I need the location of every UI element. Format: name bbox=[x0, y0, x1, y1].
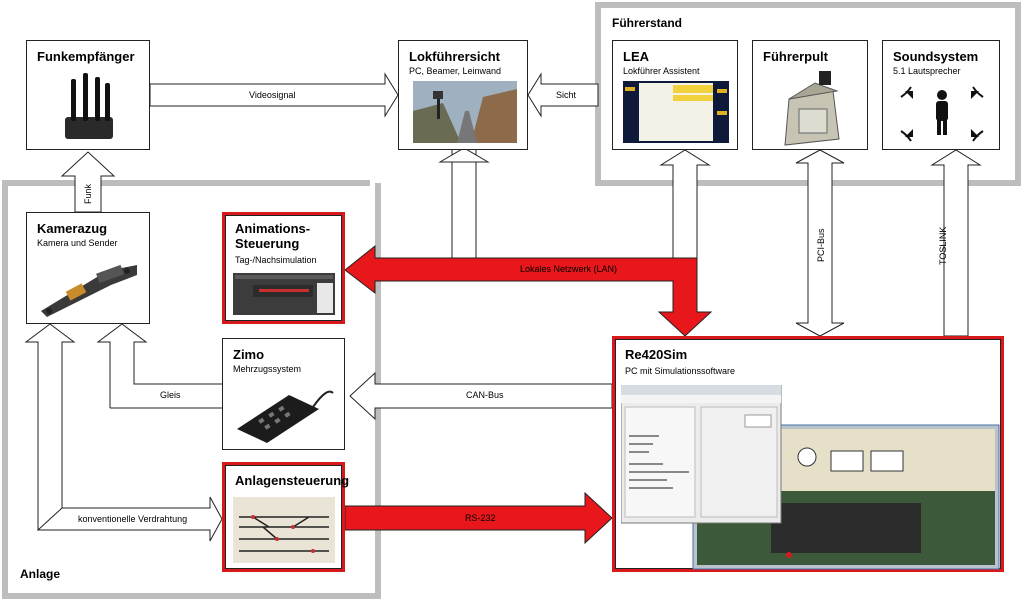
arrow-videosignal bbox=[149, 72, 399, 118]
track-control-panel-image bbox=[233, 497, 335, 563]
node-fuehrerpult[interactable]: Führerpult bbox=[752, 40, 868, 150]
edge-label-funk: Funk bbox=[83, 183, 93, 204]
edge-label-toslink: TOSLINK bbox=[938, 226, 948, 265]
edge-label-pci-bus: PCI-Bus bbox=[816, 228, 826, 262]
edge-label-gleis: Gleis bbox=[160, 390, 181, 400]
node-title: Funkempfänger bbox=[37, 49, 135, 64]
lan-up-lokfuehrersicht bbox=[451, 150, 477, 259]
lea-screen-image bbox=[623, 81, 729, 143]
arrow-rs232 bbox=[344, 491, 613, 545]
arrow-toslink bbox=[930, 149, 982, 337]
edge-label-verdrahtung: konventionelle Verdrahtung bbox=[78, 514, 188, 524]
node-subtitle: Kamera und Sender bbox=[37, 238, 118, 248]
node-title: Kamerazug bbox=[37, 221, 108, 236]
zimo-handheld-image bbox=[237, 390, 334, 443]
node-animation-steuerung[interactable]: Animations- Steuerung Tag-/Nachsimulatio… bbox=[222, 212, 345, 324]
edge-label-videosignal: Videosignal bbox=[249, 90, 296, 100]
arrow-head-lokfuehrersicht bbox=[438, 147, 490, 163]
node-title: Führerpult bbox=[763, 49, 828, 64]
arrow-gleis-head-bg bbox=[118, 324, 142, 382]
node-re420sim[interactable]: Re420Sim PC mit Simulationssoftware bbox=[612, 336, 1004, 572]
node-subtitle: 5.1 Lautsprecher bbox=[893, 66, 961, 76]
animation-software-screenshot bbox=[233, 273, 335, 315]
driver-view-image bbox=[413, 81, 517, 143]
node-title: LEA bbox=[623, 49, 649, 64]
node-title: Zimo bbox=[233, 347, 265, 362]
arrow-gleis-line bbox=[96, 323, 222, 408]
node-soundsystem[interactable]: Soundsystem 5.1 Lautsprecher bbox=[882, 40, 1000, 150]
node-lokfuehrersicht[interactable]: Lokführersicht PC, Beamer, Leinwand bbox=[398, 40, 528, 150]
edge-label-can-bus: CAN-Bus bbox=[466, 390, 504, 400]
arrow-verdrahtung bbox=[36, 496, 223, 542]
node-lea[interactable]: LEA Lokführer Assistent bbox=[612, 40, 738, 150]
edge-label-lan: Lokales Netzwerk (LAN) bbox=[520, 264, 618, 274]
node-title: Soundsystem bbox=[893, 49, 979, 64]
arrow-funk bbox=[60, 151, 116, 213]
camera-train-image bbox=[41, 264, 137, 317]
group-label-fuehrerstand: Führerstand bbox=[612, 16, 683, 30]
node-subtitle: Mehrzugssystem bbox=[233, 364, 302, 374]
node-title: Re420Sim bbox=[625, 347, 688, 362]
node-subtitle: PC mit Simulationssoftware bbox=[625, 366, 736, 376]
control-desk-image bbox=[784, 71, 840, 146]
node-subtitle: Lokführer Assistent bbox=[623, 66, 700, 76]
node-title: Anlagensteuerung bbox=[235, 473, 350, 488]
arrow-head-lea bbox=[659, 149, 711, 259]
surround-speaker-icon bbox=[900, 86, 984, 142]
node-title-line2: Steuerung bbox=[235, 236, 300, 251]
arrow-verdrahtung-line bbox=[24, 323, 210, 530]
node-title-line1: Animations- bbox=[235, 221, 311, 236]
node-title: Animations- Steuerung bbox=[235, 221, 310, 251]
radio-receiver-image bbox=[65, 73, 113, 139]
node-zimo[interactable]: Zimo Mehrzugssystem bbox=[222, 338, 345, 450]
simulation-software-screenshot bbox=[621, 385, 1000, 570]
node-anlagensteuerung[interactable]: Anlagensteuerung bbox=[222, 462, 349, 572]
node-subtitle: PC, Beamer, Leinwand bbox=[409, 66, 502, 76]
arrow-pci-bus bbox=[795, 149, 845, 337]
node-funkempfaenger[interactable]: Funkempfänger bbox=[26, 40, 150, 150]
edge-label-sicht: Sicht bbox=[556, 90, 577, 100]
arrow-lan bbox=[344, 244, 713, 337]
arrow-can-bus bbox=[349, 371, 613, 421]
node-kamerazug[interactable]: Kamerazug Kamera und Sender bbox=[26, 212, 150, 324]
node-title: Lokführersicht bbox=[409, 49, 501, 64]
group-anlage-outline bbox=[2, 180, 381, 599]
node-subtitle: Tag-/Nachsimulation bbox=[235, 255, 317, 265]
arrow-sicht bbox=[527, 72, 599, 118]
edge-label-rs232: RS-232 bbox=[465, 513, 496, 523]
group-label-anlage: Anlage bbox=[20, 567, 61, 581]
